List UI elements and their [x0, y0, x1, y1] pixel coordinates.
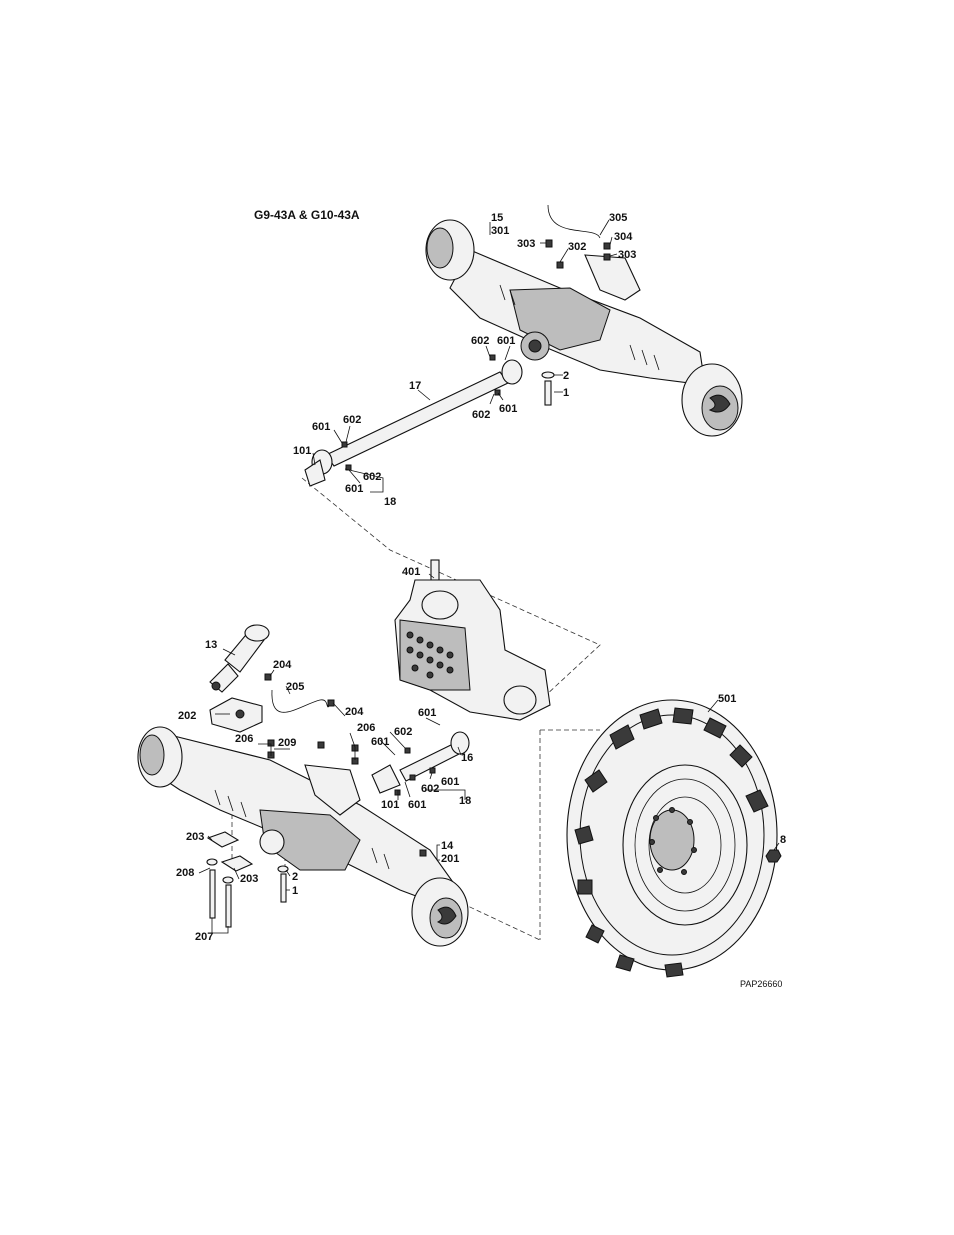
transmission — [394, 559, 551, 721]
callout-202: 202 — [178, 710, 196, 722]
callout-602-left: 602 — [343, 414, 361, 426]
callout-18-bottom: 18 — [459, 795, 471, 807]
callout-209: 209 — [278, 737, 296, 749]
callout-204-mid: 204 — [345, 706, 364, 718]
callout-302: 302 — [568, 241, 586, 253]
callout-15: 15 — [491, 212, 503, 224]
figure-code: PAP26660 — [740, 979, 782, 989]
brake-hose-front — [545, 204, 611, 269]
callout-206-left: 206 — [235, 733, 253, 745]
rear-axle — [137, 726, 469, 947]
callout-601-top: 601 — [497, 335, 515, 347]
callout-203-top: 203 — [186, 831, 204, 843]
brake-hose-rear — [264, 673, 359, 765]
callout-304: 304 — [614, 231, 633, 243]
diagram-title: G9-43A & G10-43A — [254, 208, 360, 222]
drive-shaft-rear — [371, 731, 470, 796]
callout-207: 207 — [195, 931, 213, 943]
leader-lines — [198, 219, 780, 934]
callout-2-bottom: 2 — [292, 871, 298, 883]
callout-602-lower: 602 — [363, 471, 381, 483]
callout-601-mid: 601 — [499, 403, 517, 415]
mounting-bracket — [209, 697, 263, 733]
callout-201: 201 — [441, 853, 459, 865]
axle-pin-front — [541, 371, 555, 406]
callout-1-top: 1 — [563, 387, 569, 399]
steering-cylinder — [209, 624, 270, 693]
drive-shaft-front — [304, 354, 523, 487]
callout-13: 13 — [205, 639, 217, 651]
callout-208: 208 — [176, 867, 194, 879]
callout-501: 501 — [718, 693, 736, 705]
callout-601-trans: 601 — [418, 707, 436, 719]
callout-206-right: 206 — [357, 722, 375, 734]
callout-labels: 15 301 303 302 305 304 303 602 601 2 1 1… — [176, 212, 786, 943]
callout-602-mid: 602 — [472, 409, 490, 421]
callout-8: 8 — [780, 834, 786, 846]
callout-601-lower: 601 — [345, 483, 363, 495]
callout-203-bottom: 203 — [240, 873, 258, 885]
callout-601-shaft: 601 — [441, 776, 459, 788]
axle-mount-hardware — [206, 831, 427, 928]
callout-101-top: 101 — [293, 445, 311, 457]
callout-2-top: 2 — [563, 370, 569, 382]
callout-305: 305 — [609, 212, 627, 224]
callout-17: 17 — [409, 380, 421, 392]
callout-303-left: 303 — [517, 238, 535, 250]
callout-1-bottom: 1 — [292, 885, 298, 897]
wheel-and-tire — [566, 699, 782, 978]
callout-601-left: 601 — [312, 421, 330, 433]
callout-301: 301 — [491, 225, 509, 237]
callout-14: 14 — [441, 840, 454, 852]
callout-601-rear: 601 — [371, 736, 389, 748]
callout-602-top: 602 — [471, 335, 489, 347]
callout-204-top: 204 — [273, 659, 292, 671]
callout-16: 16 — [461, 752, 473, 764]
callout-602-rear: 602 — [394, 726, 412, 738]
callout-205: 205 — [286, 681, 304, 693]
callout-401: 401 — [402, 566, 420, 578]
callout-303-right: 303 — [618, 249, 636, 261]
callout-101-bottom: 101 — [381, 799, 399, 811]
callout-601-bottom: 601 — [408, 799, 426, 811]
callout-18-top: 18 — [384, 496, 396, 508]
front-axle — [425, 219, 743, 437]
callout-602-bottom: 602 — [421, 783, 439, 795]
